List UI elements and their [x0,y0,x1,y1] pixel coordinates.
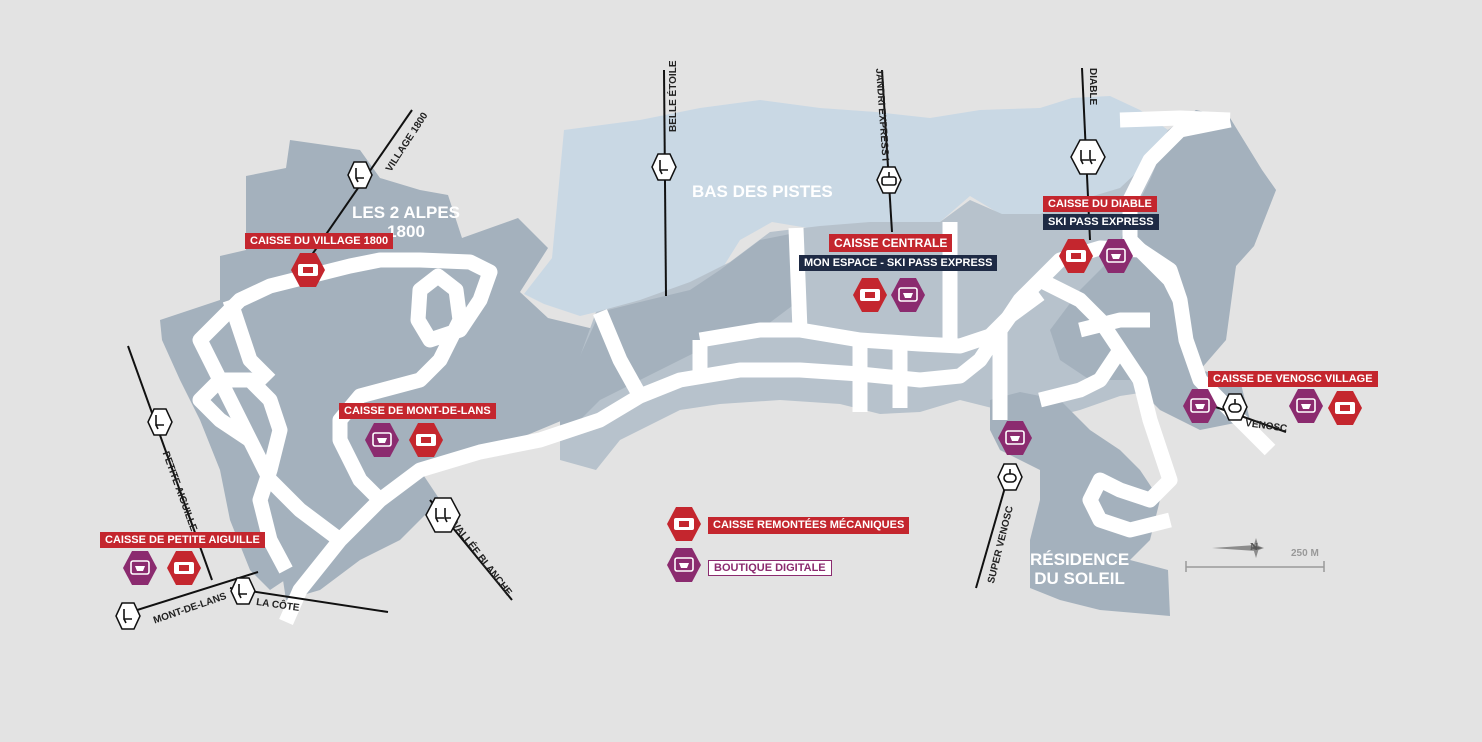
shop-basket-icon[interactable] [891,278,925,312]
shop-basket-icon[interactable] [365,423,399,457]
lift-line-jandri [881,69,893,233]
gondola-icon[interactable] [997,463,1023,491]
lift-label-belle-etoile: BELLE ÉTOILE [668,60,679,133]
legend-ticket-label: CAISSE REMONTÉES MÉCANIQUES [708,517,910,534]
road-east-link [1038,312,1150,408]
gondola-icon[interactable] [876,166,902,194]
scale-label: 250 M [1291,548,1319,559]
chairlift-icon[interactable] [651,153,677,181]
district-residence [990,392,1170,616]
road-west-loop2 [192,372,293,574]
road-north-2 [692,222,1017,412]
district-central-dark [560,232,800,440]
office-sublabel-centrale: MON ESPACE - SKI PASS EXPRESS [799,255,998,271]
lift-label-diable: DIABLE [1087,68,1098,106]
office-sublabel-diable: SKI PASS EXPRESS [1043,214,1159,230]
scale-bar [1185,561,1325,572]
area-label-les2alpes: LES 2 ALPES 1800 [352,203,461,241]
compass-north-label: N [1250,541,1258,553]
chairlift-icon[interactable] [1070,139,1106,175]
ski-ticket-icon[interactable] [291,253,325,287]
gondola-icon[interactable] [1222,393,1248,421]
ski-ticket-icon[interactable] [167,551,201,585]
area-label-residence: RÉSIDENCE DU SOLEIL [1030,550,1130,588]
ski-ticket-icon[interactable] [1059,239,1093,273]
ski-ticket-icon[interactable] [853,278,887,312]
shop-basket-icon[interactable] [998,421,1032,455]
legend-shop-icon [667,548,701,582]
shop-basket-icon[interactable] [1183,389,1217,423]
chairlift-icon[interactable] [230,577,256,605]
road-network [192,110,1276,626]
office-label-mont-de-lans[interactable]: CAISSE DE MONT-DE-LANS [339,403,496,419]
office-label-village-1800[interactable]: CAISSE DU VILLAGE 1800 [245,233,394,249]
compass-rose [1212,538,1264,558]
ski-ticket-icon[interactable] [1328,391,1362,425]
lift-line-la-cote [229,587,389,613]
road-west-serpentine [192,252,498,546]
shop-basket-icon[interactable] [123,551,157,585]
office-label-centrale[interactable]: CAISSE CENTRALE [829,234,953,252]
chairlift-icon[interactable] [115,602,141,630]
office-label-petite-aiguille[interactable]: CAISSE DE PETITE AIGUILLE [100,532,265,548]
legend-shop-label: BOUTIQUE DIGITALE [708,560,832,576]
area-label-bas-des-pistes: BAS DES PISTES [692,182,833,201]
lift-line-mont-de-lans [117,571,259,617]
service-markers [123,239,1362,585]
road-west-branch [222,297,276,386]
shop-basket-icon[interactable] [1289,389,1323,423]
ski-ticket-icon[interactable] [409,423,443,457]
chairlift-icon[interactable] [147,408,173,436]
lift-line-belle-etoile [663,69,667,297]
lift-stations [115,139,1248,630]
ski-area [524,96,1168,316]
legend-ticket-icon [667,507,701,541]
shop-basket-icon[interactable] [1099,239,1133,273]
office-label-diable[interactable]: CAISSE DU DIABLE [1043,196,1157,212]
chairlift-icon[interactable] [425,497,461,533]
office-label-venosc-village[interactable]: CAISSE DE VENOSC VILLAGE [1208,371,1378,387]
chairlift-icon[interactable] [347,161,373,189]
